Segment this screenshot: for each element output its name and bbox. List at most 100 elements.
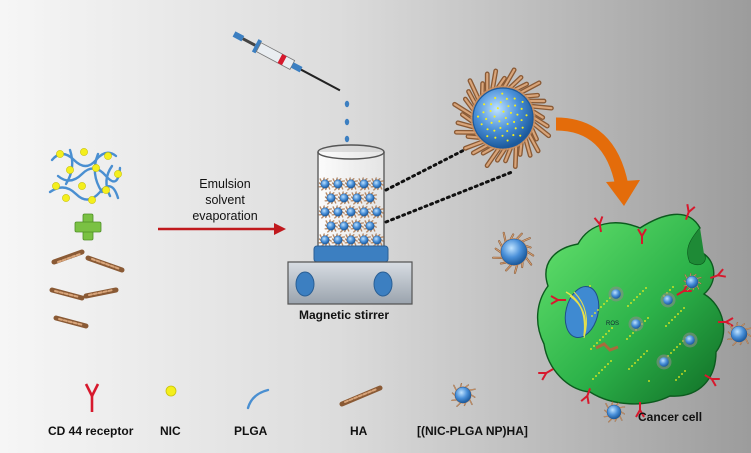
plga-icon [246, 388, 270, 410]
cell-nic-dot [637, 359, 639, 361]
nic-dots [52, 148, 122, 204]
cell-nic-dot [603, 303, 605, 305]
cd44-receptor [580, 388, 591, 404]
cell-nic-dot [589, 285, 591, 287]
cell-nic-dot [642, 290, 644, 292]
legend-ha-label: HA [350, 424, 368, 438]
cell-nic-dot [607, 363, 609, 365]
cell-nic-dot [606, 300, 608, 302]
cell-nic-dot [602, 336, 604, 338]
beaker-nanoparticle [370, 233, 384, 247]
cd44-receptor [710, 268, 726, 279]
cell-nic-dot [639, 293, 641, 295]
internal-nanoparticle [656, 354, 672, 370]
beaker-nanoparticle [331, 205, 345, 219]
cell-nic-dot [674, 316, 676, 318]
ha-icon [339, 385, 383, 407]
beaker-nanoparticle [318, 205, 332, 219]
plus-icon [74, 213, 102, 241]
cell-nic-dot [678, 376, 680, 378]
beaker-nanoparticle [350, 219, 364, 233]
cell-nic-dot [596, 342, 598, 344]
cell-nic-dot [671, 319, 673, 321]
approaching-nanoparticle [492, 231, 535, 274]
cell-nic-dot [632, 332, 634, 334]
cell-nic-dot [631, 365, 633, 367]
nic-icon [165, 385, 177, 397]
cell-nic-dot [670, 352, 672, 354]
outer-nanoparticles [492, 231, 751, 423]
cancer-cell [536, 213, 725, 405]
cell-nic-dot [610, 360, 612, 362]
nanoparticle-icon [451, 383, 476, 407]
cell-nic-dot [648, 380, 650, 382]
legend-cd44-label: CD 44 receptor [48, 424, 134, 438]
beaker-nanoparticle [331, 233, 345, 247]
process-line-1: Emulsion [199, 177, 251, 191]
cell-nic-dot [601, 369, 603, 371]
cell-nic-dot [627, 305, 629, 307]
cell-nic-dot [673, 349, 675, 351]
cell-nic-dot [672, 286, 674, 288]
cd44-receptors [538, 204, 734, 418]
beaker-nanoparticle [357, 205, 371, 219]
zoom-lines [384, 144, 514, 224]
legend-nic-label: NIC [160, 424, 181, 438]
process-arrow [158, 223, 286, 235]
beaker-nanoparticle [363, 191, 377, 205]
beaker-nanoparticle [331, 177, 345, 191]
beaker-nanoparticle [337, 219, 351, 233]
cell-nic-dot [595, 375, 597, 377]
beaker-nanoparticle [357, 177, 371, 191]
cell-nic-dot [626, 338, 628, 340]
cell-nic-dot [599, 339, 601, 341]
magnetic-stirrer [287, 245, 413, 305]
cell-nic-dot [608, 330, 610, 332]
cell-nic-dot [600, 306, 602, 308]
beaker-nanoparticle [318, 177, 332, 191]
beaker-nanoparticle [324, 191, 338, 205]
cell-nic-dot [630, 302, 632, 304]
process-line-3: evaporation [192, 209, 258, 223]
ha-strands [49, 249, 125, 329]
cell-nic-dot [683, 307, 685, 309]
beaker-nanoparticle [357, 233, 371, 247]
beaker-nanoparticle [344, 205, 358, 219]
cell-nic-dot [628, 368, 630, 370]
cd44-receptor [685, 204, 696, 220]
cd44-receptor [550, 295, 566, 305]
cell-nic-dot [675, 379, 677, 381]
cell-nic-dot [646, 350, 648, 352]
cd44-receptor [637, 228, 647, 244]
cell-nanoparticles [608, 286, 698, 370]
cell-nic-dot [605, 333, 607, 335]
cd44-receptor-icon [84, 383, 100, 412]
stirrer-label: Magnetic stirrer [299, 308, 390, 322]
beaker-nanoparticle [344, 233, 358, 247]
orange-arrow [555, 117, 640, 206]
process-label: Emulsion solvent evaporation [170, 176, 280, 224]
cell-nic-dot [643, 353, 645, 355]
cd44-receptor [635, 402, 645, 418]
approaching-nanoparticle [727, 322, 751, 346]
beaker-nanoparticle [350, 191, 364, 205]
cell-nic-dot [592, 378, 594, 380]
beaker-nanoparticle [344, 177, 358, 191]
cell-nic-dot [591, 315, 593, 317]
cell-nic-dot [676, 346, 678, 348]
cell-nic-dot [640, 356, 642, 358]
internal-nanoparticle [628, 316, 644, 332]
big-nanoparticle [452, 67, 554, 169]
cell-nic-dot [633, 299, 635, 301]
beaker-nanoparticle [318, 233, 332, 247]
beaker-nanoparticle [370, 177, 384, 191]
cell-nic-dot [598, 372, 600, 374]
cell-nic-dot [668, 322, 670, 324]
cell-nic-dot [681, 373, 683, 375]
ros-label: ROS [606, 321, 620, 327]
approaching-nanoparticle [683, 272, 702, 292]
cancer-cell-label: Cancer cell [638, 410, 703, 424]
internal-nanoparticle [608, 286, 624, 302]
cell-nic-dot [611, 327, 613, 329]
